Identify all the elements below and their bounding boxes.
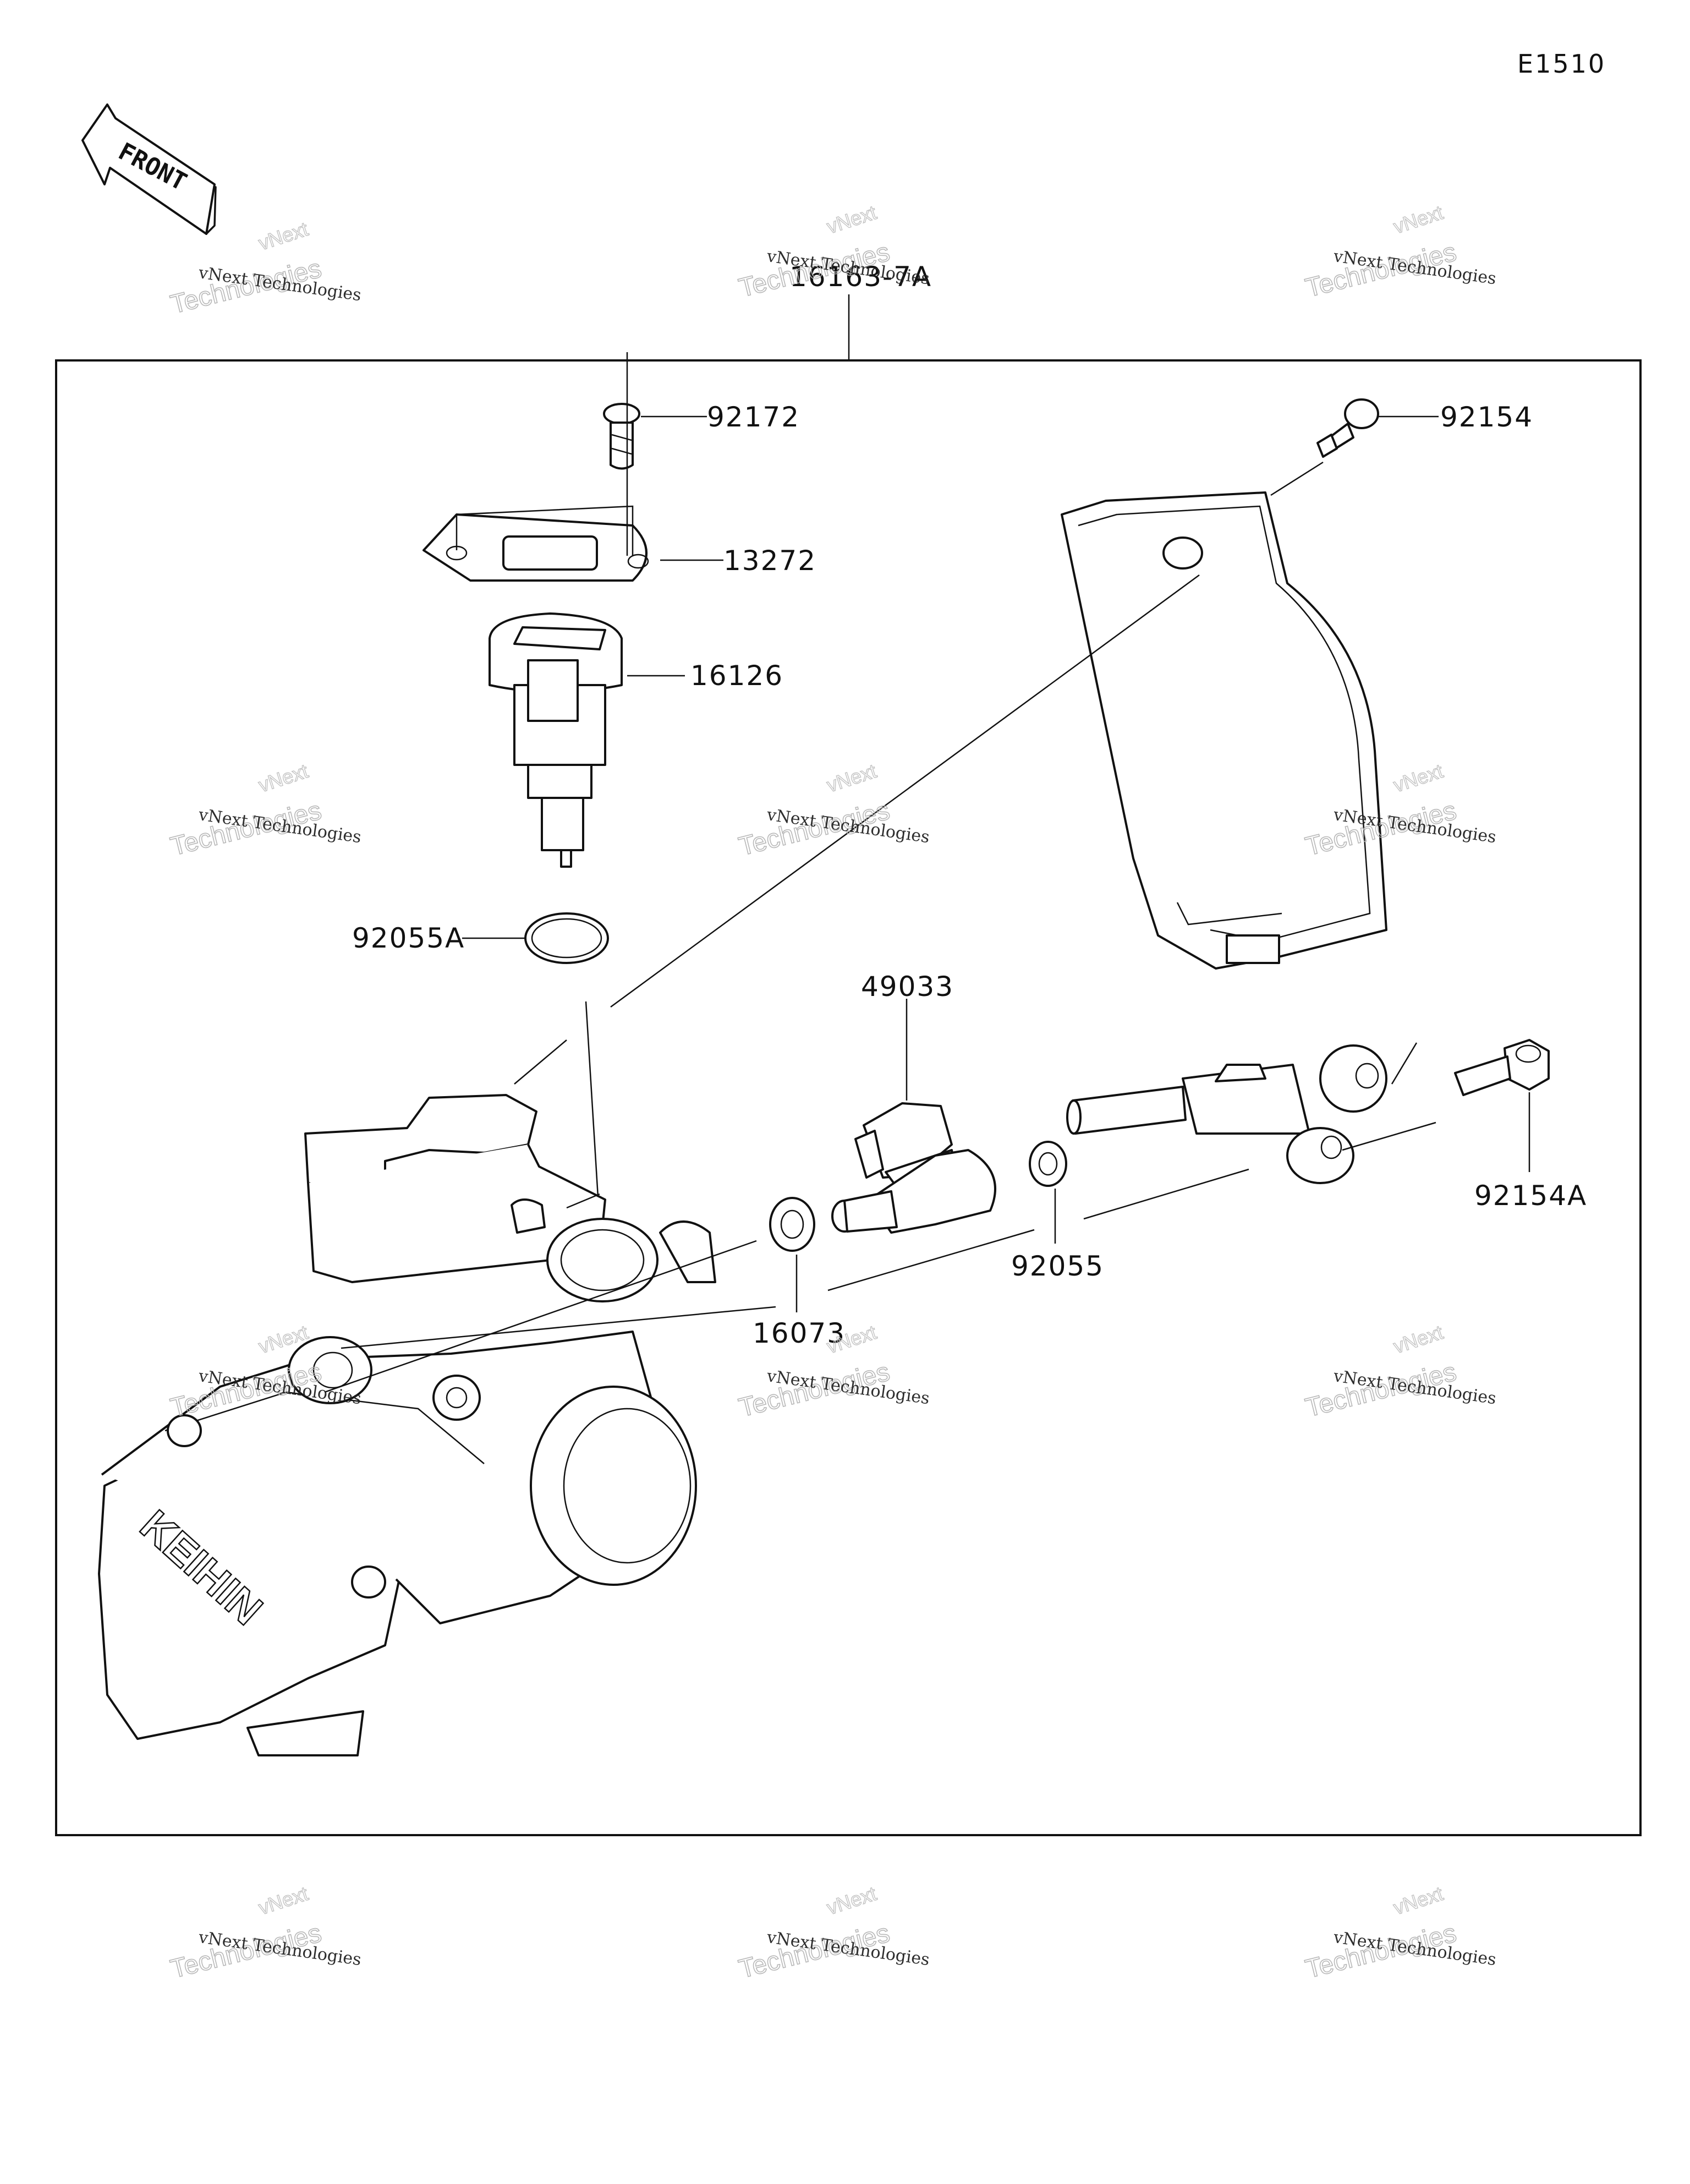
throttle-body: KEIHIN [98, 1094, 716, 1756]
diagram-code: E1510 [1517, 49, 1606, 79]
callout-16126: 16126 [690, 660, 783, 692]
svg-text:vNext: vNext [256, 217, 311, 254]
callout-92154A: 92154A [1474, 1180, 1587, 1212]
sensor-49033 [831, 1102, 996, 1234]
callout-92172: 92172 [707, 401, 800, 433]
oring-92055A-inner [531, 918, 602, 959]
svg-text:vNext: vNext [824, 201, 879, 238]
assembly-label: 16163-7A [789, 261, 932, 293]
washer-92055 [1029, 1141, 1067, 1187]
svg-text:vNext: vNext [824, 759, 879, 796]
svg-text:vNext: vNext [824, 1882, 879, 1919]
bolt-92154A [1454, 1039, 1550, 1096]
callout-92055: 92055 [1011, 1250, 1104, 1282]
fuel-fitting [1066, 1044, 1387, 1184]
gasket-13272 [422, 505, 649, 582]
svg-text:vNext: vNext [1391, 201, 1446, 238]
svg-text:vNext: vNext [1391, 1321, 1446, 1358]
oring-92055A [524, 912, 609, 964]
callout-92055A: 92055A [352, 922, 465, 954]
washer-16073 [769, 1197, 815, 1252]
sensor-16126 [489, 612, 623, 868]
callout-49033: 49033 [861, 971, 954, 1003]
svg-text:vNext: vNext [1391, 1882, 1446, 1919]
callout-13272: 13272 [723, 545, 816, 577]
front-arrow-icon: FRONT [81, 103, 217, 235]
cover-housing [1061, 491, 1387, 970]
callout-16073: 16073 [753, 1317, 846, 1349]
svg-text:vNext: vNext [1391, 759, 1446, 796]
assembly-frame [55, 359, 1642, 1836]
screw-92154 [1316, 398, 1379, 458]
callout-92154: 92154 [1440, 401, 1533, 433]
svg-text:vNext: vNext [256, 759, 311, 796]
svg-text:vNext: vNext [256, 1882, 311, 1919]
screw-92172 [603, 403, 640, 470]
